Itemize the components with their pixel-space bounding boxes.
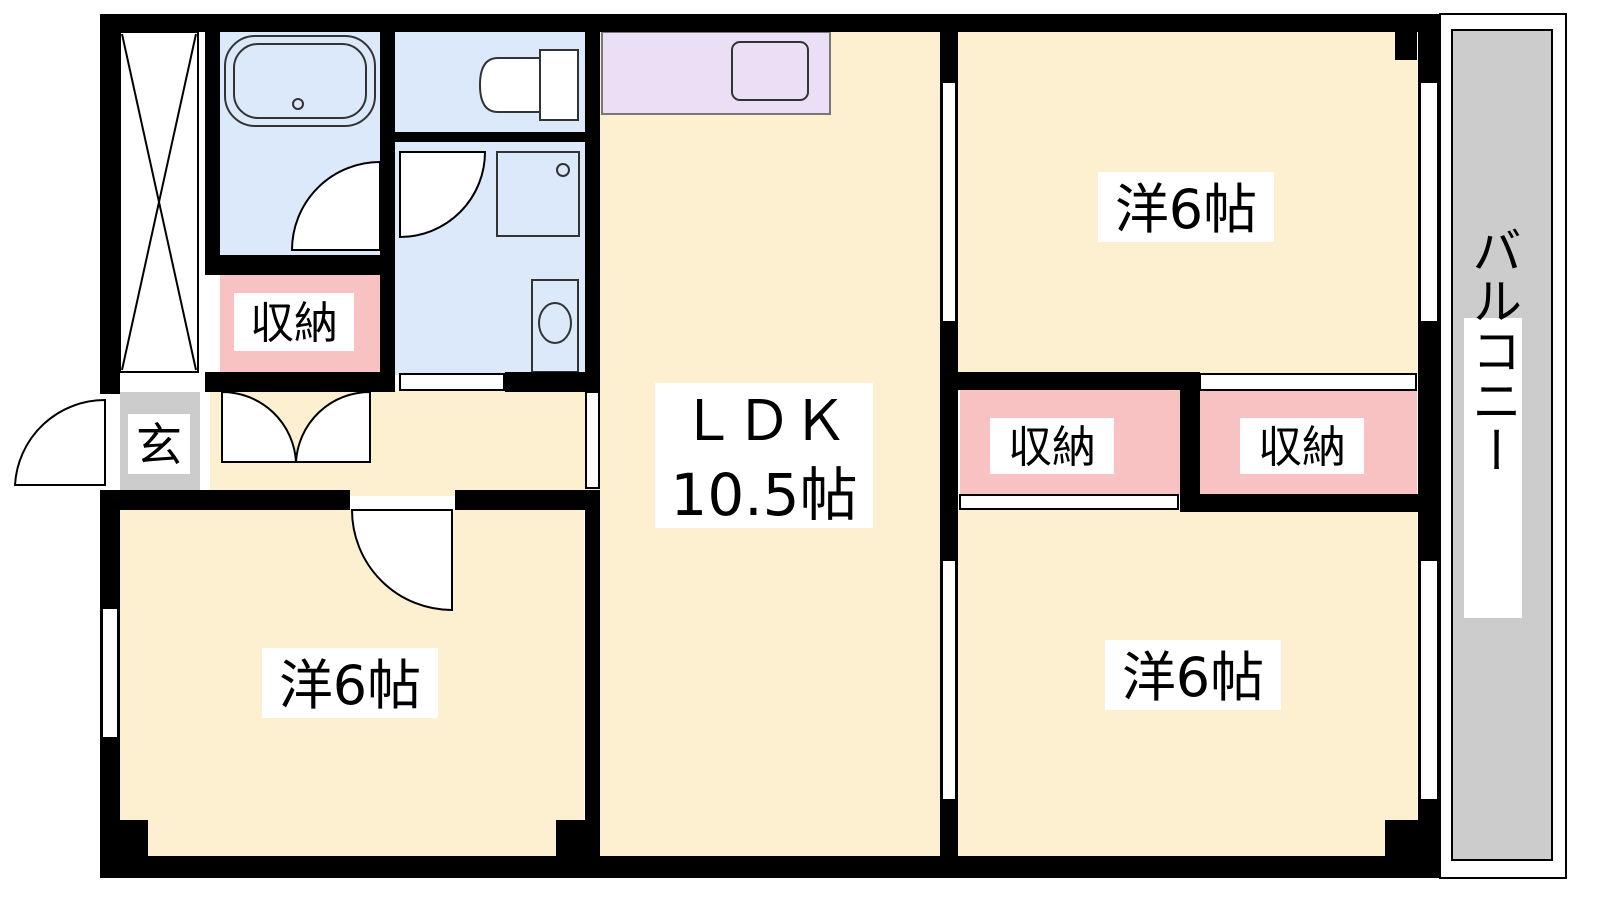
label-bg-western-top-right [1098,172,1274,242]
bathtub-drain-icon [292,98,304,110]
storage-label-center: 収納 [1008,422,1096,473]
washbasin-bowl [538,302,572,344]
label-bg-storage-right [1240,418,1364,474]
balcony-label: バルコニー [1464,225,1522,475]
toilet-icon [478,57,541,113]
bath-door-swing [290,160,381,251]
storage-label-left: 収納 [250,298,338,349]
windows [101,81,1439,801]
label-bg-entrance [128,414,190,474]
label-bg-balcony [1464,318,1522,618]
storage-label-right: 収納 [1258,422,1346,473]
toilet-tank [539,49,579,121]
bedroom-left-door-swing [350,509,453,612]
washing-machine-icon [496,151,580,237]
entrance-door-swing [13,398,106,486]
bathtub-inner [233,43,367,119]
entrance-label: 玄 [136,418,182,472]
washroom-door-swing [399,151,487,239]
room-label-western-top-right: 洋6帖 [1115,178,1257,241]
label-bg-western-bottom-right [1105,640,1281,710]
shoe-closet-door-right [294,390,371,463]
label-bg-storage-left [234,293,354,351]
label-bg-western-bottom-left [262,648,438,718]
kitchen-sink-icon [731,41,809,101]
label-bg-ldk [655,383,873,528]
room-size-ldk: 10.5帖 [670,461,857,529]
washing-machine-knob [556,163,570,177]
closet-cross-line [121,33,197,371]
kitchen-counter [601,31,831,115]
room-label-western-bottom-left: 洋6帖 [279,654,421,717]
room-label-ldk: ＬＤＫ [680,389,848,454]
room-label-western-bottom-right: 洋6帖 [1122,646,1264,709]
bathtub-icon [224,35,376,127]
label-bg-storage-center [990,418,1114,474]
